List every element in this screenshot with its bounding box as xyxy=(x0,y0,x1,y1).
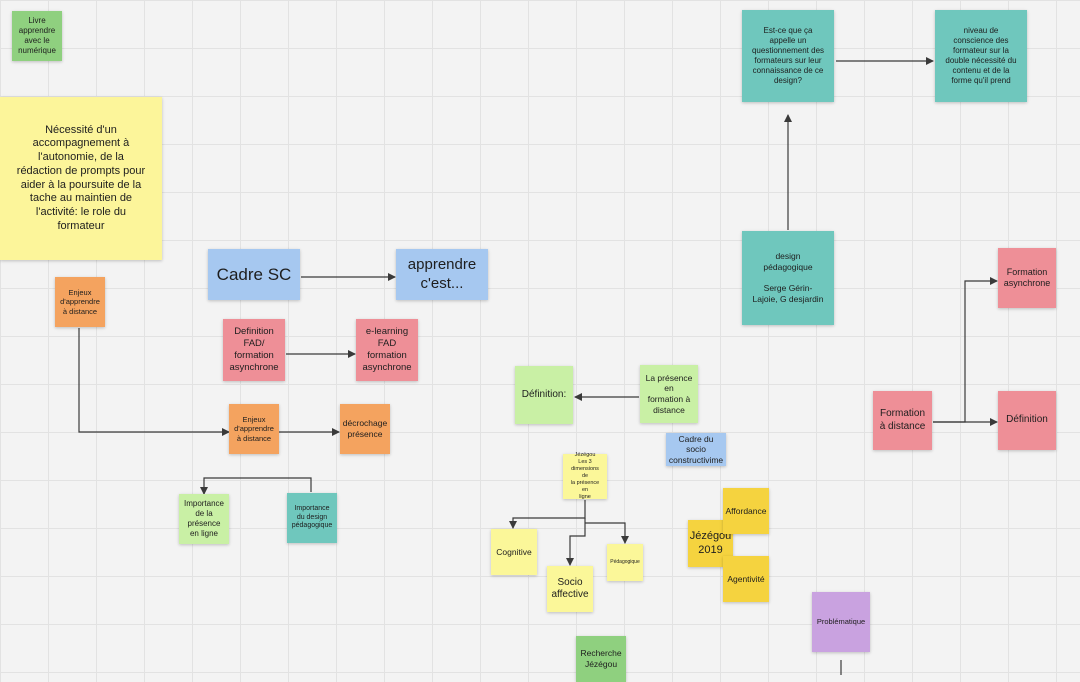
note-cadre-socio[interactable]: Cadre du socio constructivime xyxy=(666,433,726,466)
note-elearning[interactable]: e-learning FAD formation asynchrone xyxy=(356,319,418,381)
note-problematique[interactable]: Problématique xyxy=(812,592,870,652)
note-cadre-sc[interactable]: Cadre SC xyxy=(208,249,300,300)
note-formation-distance[interactable]: Formation à distance xyxy=(873,391,932,450)
note-importance-design[interactable]: Importance du design pédagogique xyxy=(287,493,337,543)
note-jezegou-dimensions[interactable]: Jézégou Les 3 dimensions de la présence … xyxy=(563,452,607,500)
note-definition-fad[interactable]: Definition FAD/ formation asynchrone xyxy=(223,319,285,381)
note-enjeux-2[interactable]: Enjeux d'apprendre à distance xyxy=(229,404,279,454)
note-apprendre[interactable]: apprendre c'est... xyxy=(396,249,488,300)
note-questionnement[interactable]: Est-ce que ça appelle un questionnement … xyxy=(742,10,834,102)
connector-enjeux1-enjeux2 xyxy=(78,328,230,436)
note-recherche-jezegou[interactable]: Recherche Jézégou xyxy=(576,636,626,682)
connector-design-importance xyxy=(200,477,312,495)
note-enjeux-1[interactable]: Enjeux d'apprendre à distance xyxy=(55,277,105,327)
note-definition-2[interactable]: Définition: xyxy=(515,366,573,424)
note-affordance[interactable]: Affordance xyxy=(723,488,769,534)
connector-jezegou-socio xyxy=(566,518,586,566)
note-niveau-conscience[interactable]: niveau de conscience des formateur sur l… xyxy=(935,10,1027,102)
connector-jezegou-pedagogique xyxy=(585,522,629,544)
note-definition-3[interactable]: Définition xyxy=(998,391,1056,450)
connector-jezegou-cognitive xyxy=(509,500,586,529)
connector-formation-async xyxy=(933,277,998,423)
note-pedagogique[interactable]: Pédagogique xyxy=(607,544,643,581)
note-socio-affective[interactable]: Socio affective xyxy=(547,566,593,612)
note-livre[interactable]: Livre apprendre avec le numérique xyxy=(12,11,62,61)
note-design-pedagogique[interactable]: design pédagogique Serge Gérin- Lajoie, … xyxy=(742,231,834,325)
note-decrochage[interactable]: décrochage présence xyxy=(340,404,390,454)
note-cognitive[interactable]: Cognitive xyxy=(491,529,537,575)
note-necessite-accompagnement[interactable]: Nécessité d'un accompagnement à l'autono… xyxy=(0,97,162,260)
note-formation-asynchrone[interactable]: Formation asynchrone xyxy=(998,248,1056,308)
note-agentivite[interactable]: Agentivité xyxy=(723,556,769,602)
note-importance-presence[interactable]: Importance de la présence en ligne xyxy=(179,494,229,544)
note-presence-formation[interactable]: La présence en formation à distance xyxy=(640,365,698,423)
